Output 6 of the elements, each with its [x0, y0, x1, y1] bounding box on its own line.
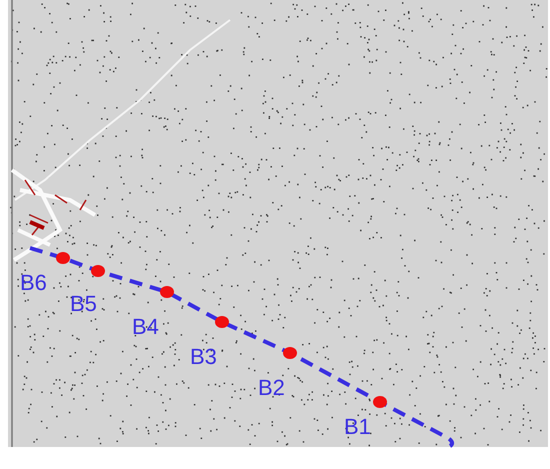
- point-label: B6: [20, 272, 47, 294]
- point-label: B2: [258, 377, 285, 399]
- point-label: B4: [132, 316, 159, 338]
- point-label: B5: [70, 293, 97, 315]
- point-label: B1: [344, 416, 371, 438]
- point-label: B3: [190, 346, 217, 368]
